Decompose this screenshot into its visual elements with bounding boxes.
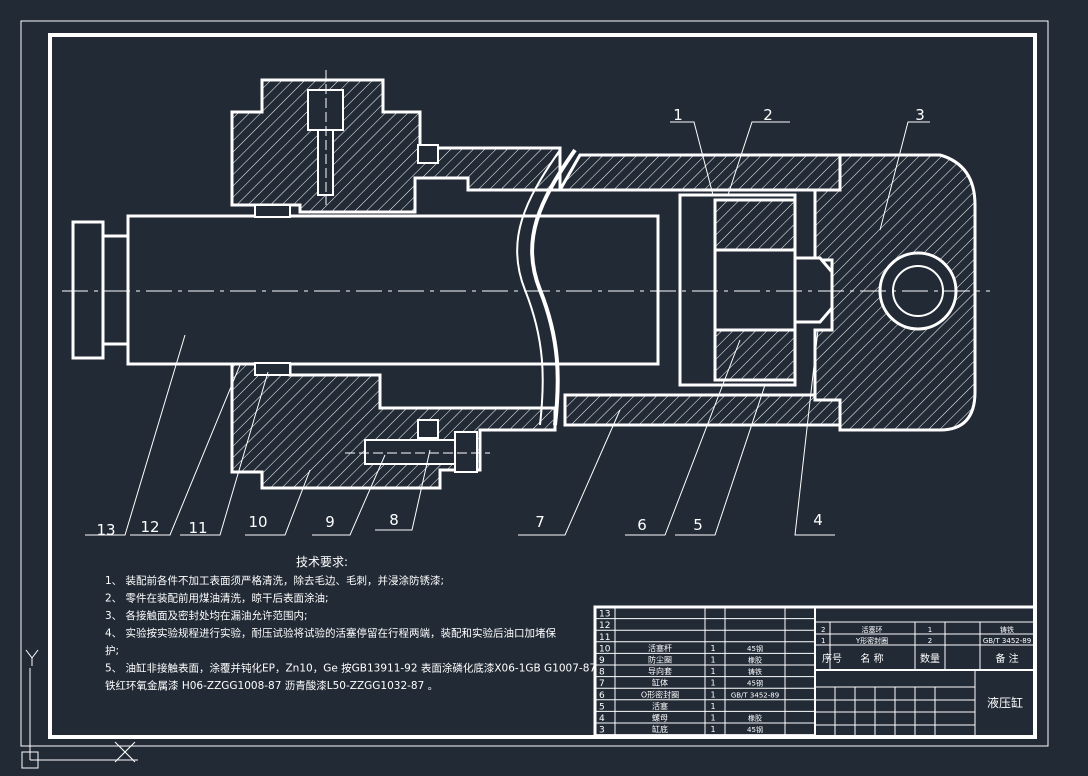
part-label: 12 [140,518,159,536]
tech-line: 铁红环氧金属漆 H06-ZZGG1008-87 沥青酸漆L50-ZZGG1032… [105,679,438,692]
bom-name: 活塞杆 [648,643,672,653]
tech-line: 5、 油缸非接触表面，涂覆并钝化EP，Zn10，Ge 按GB13911-92 表… [105,662,596,675]
lower-bolt [364,439,466,465]
part-label: 5 [693,516,703,534]
barrel-upper [557,153,842,192]
bom-qty: 1 [710,679,715,688]
bom-row-number: 6 [599,691,605,701]
bom-name: O形密封圈 [641,689,679,699]
part-label: 1 [673,106,683,124]
bom-material: 橡胶 [748,714,762,723]
tech-line: 3、 各接触面及密封处均在漏油允许范围内; [105,609,308,622]
barrel-lower [563,393,842,427]
part-label: 13 [96,521,115,539]
head-lower [230,360,557,490]
tech-line: 护; [105,644,119,657]
bom-name: 螺母 [652,713,668,723]
bom-qty: 1 [710,702,715,711]
tech-title: 技术要求: [296,555,348,569]
bom-qty: 1 [710,690,715,699]
piston-rod [126,214,660,366]
inner-frame [48,33,1037,739]
part-label: 4 [813,511,823,529]
part-label: 6 [637,516,647,534]
part-label: 2 [763,106,773,124]
bom-qty: 1 [710,714,715,723]
leader-lines [85,121,930,536]
bom-row-number: 13 [599,610,610,620]
bom-row-number: 5 [599,702,605,712]
part-label: 3 [915,106,925,124]
bom-top-name: Y形密封圈 [855,636,888,645]
bom-row-number: 3 [599,726,605,736]
outer-frame [20,20,1049,747]
bom-row-number: 10 [599,644,611,654]
bom-top-material: 铸铁 [1000,625,1014,634]
bom-qty: 1 [710,725,715,734]
bom-material: 铸铁 [748,667,762,676]
bom-material: 45钢 [747,725,763,734]
drawing-title: 液压缸 [987,695,1023,710]
bom-header-no: 序号 [822,652,842,665]
bom-row-number: 7 [599,679,605,689]
bom-row-number: 8 [599,668,605,678]
part-label: 9 [325,513,335,531]
bom-name: 导向套 [648,666,672,676]
seal-upper [254,204,291,218]
bom-header-qty: 数量 [920,652,940,665]
oil-port-upper [307,89,344,131]
bom-header-remark: 备 注 [995,652,1018,665]
bom-material: 45钢 [747,644,763,653]
cylinder-section [62,70,990,490]
bom-material: GB/T 3452-89 [731,691,779,699]
bom-name: 缸底 [652,724,668,734]
bom-header-name: 名 称 [860,652,883,665]
bom-material: 45钢 [747,679,763,688]
bom-row-number: 12 [599,621,610,631]
bom-name: 防尘圈 [648,655,672,665]
bom-name: 活塞 [652,701,668,711]
bom-material: 橡胶 [748,656,762,665]
bom-top-qty: 2 [928,637,932,645]
bom-top-name: 活塞环 [862,625,883,634]
rod-end [71,220,105,360]
bom-row-number: 11 [599,633,610,643]
bom-top-no: 2 [821,626,825,634]
bom-row-number: 9 [599,656,605,666]
bom-top-qty: 1 [928,626,932,634]
part-label: 7 [535,513,545,531]
seal-lower [254,362,291,376]
bom-qty: 1 [710,644,715,653]
bom-row-number: 4 [599,714,605,724]
tech-requirements: 技术要求: 1、 装配前各件不加工表面须严格清洗，除去毛边、毛刺，并浸涂防锈漆;… [105,555,596,692]
part-label: 11 [188,519,207,537]
bom-name: 缸体 [652,678,668,688]
bom-qty: 1 [710,667,715,676]
part-label: 10 [248,513,267,531]
bom-qty: 1 [710,656,715,665]
ucs-icon [21,649,138,769]
bom-top-no: 1 [821,637,825,645]
tech-line: 2、 零件在装配前用煤油清洗，晾干后表面涂油; [105,592,329,605]
tech-line: 4、 实验按实验规程进行实验，耐压试验将试验的活塞停留在行程两端，装配和实验后油… [105,627,557,640]
tech-line: 1、 装配前各件不加工表面须严格清洗，除去毛边、毛刺，并浸涂防锈漆; [105,574,444,587]
head-upper [230,78,562,214]
piston-nut [793,256,834,324]
bom-top-material: GB/T 3452-89 [983,637,1031,645]
break-line [530,148,577,426]
part-label: 8 [389,511,399,529]
